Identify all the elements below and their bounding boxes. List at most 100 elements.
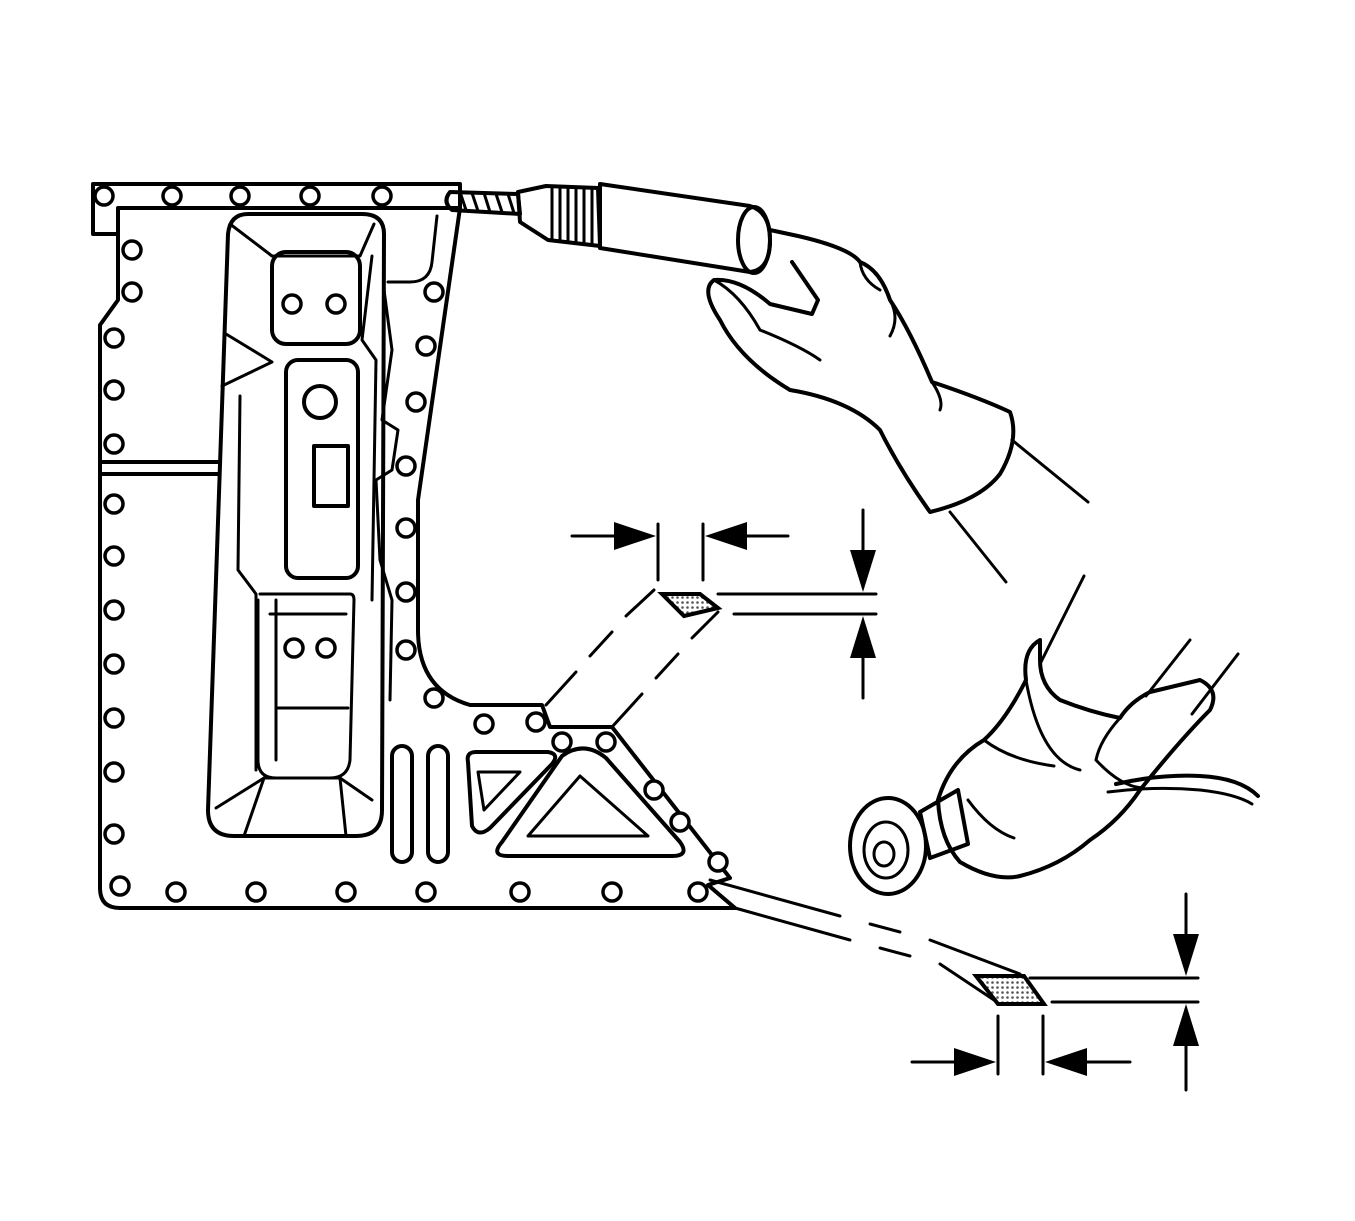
fastener-hole [109,875,131,897]
upper-forearm [948,438,1090,584]
lower-weld-callout [708,878,1200,1092]
fastener-hole [525,711,547,733]
slot-right [426,744,450,864]
upper-height-arrow-top [850,550,876,592]
upper-callout-right-dash [610,610,720,729]
upper-height-arrow-bottom [850,616,876,658]
fastener-hole [103,707,125,729]
fastener-hole [405,391,427,413]
fastener-hole [121,281,143,303]
fastener-hole [325,293,347,315]
fastener-hole [103,761,125,783]
drill-bit [444,190,522,216]
lower-glove-details [966,678,1144,840]
small-triangle-inner [476,770,522,812]
fastener-hole [395,517,417,539]
channel-bottom-lines [242,776,348,838]
slot-left [390,744,414,864]
fastener-hole [103,599,125,621]
fastener-hole [103,493,125,515]
middle-pocket-slot [312,444,350,508]
upper-callout-left-dash [544,588,656,707]
fastener-hole [415,881,437,903]
grinder-hose [1114,773,1260,798]
lower-forearm [1038,574,1240,716]
fastener-hole [415,335,437,357]
fastener-hole [551,731,573,753]
drill-body [598,182,772,274]
channel-top-bevel [228,222,376,258]
lower-callout-bottom-dash [733,906,1002,1006]
fastener-hole [509,881,531,903]
lower-pocket [256,592,356,780]
fastener-hole [669,811,691,833]
hand-holding-drill [706,228,1090,584]
fastener-hole [601,881,623,903]
upper-pocket [270,250,362,346]
fastener-hole [473,713,495,735]
drill-bit-flutes [458,190,516,215]
fastener-hole [281,293,303,315]
lower-callout-top-dash [708,878,1022,976]
lower-width-arrow-right [1045,1048,1087,1076]
fastener-hole [121,239,143,261]
lower-height-arrow-bottom [1173,1004,1199,1046]
upper-flange-line [386,214,439,284]
panel-holes [93,185,729,903]
large-triangle-emboss [495,746,686,858]
drill-chuck-knurl [550,186,594,247]
upper-glove-details [712,260,943,412]
fastener-hole [423,281,445,303]
drill-end-cap [736,205,772,275]
fastener-hole [395,455,417,477]
grinder-hose-inner [1106,786,1254,806]
raised-channel [206,212,386,838]
side-rib [98,460,220,476]
fastener-hole [103,545,125,567]
upper-width-arrow-left [614,522,656,550]
grinder-disc-hub [872,840,896,868]
fastener-hole [643,779,665,801]
lower-glove [936,638,1216,880]
fastener-hole [103,823,125,845]
fastener-hole [245,881,267,903]
fastener-hole [93,185,115,207]
fastener-hole [229,185,251,207]
fastener-hole [371,185,393,207]
small-triangle-emboss [465,750,558,835]
middle-pocket-hole [302,384,338,420]
fastener-hole [595,731,617,753]
grinder-disc-ring [862,820,910,880]
panel-outline [98,206,737,910]
fastener-hole [103,653,125,675]
channel-inner-right [360,254,378,602]
upper-weld-section [657,592,723,619]
fastener-hole [395,581,417,603]
right-skirt [374,288,400,702]
fastener-hole [165,881,187,903]
fastener-hole [315,637,337,659]
fastener-hole [103,327,125,349]
channel-bottom-bevel [214,776,374,810]
fastener-hole [687,881,709,903]
fastener-hole [161,185,183,207]
channel-inner-left [236,394,258,772]
fastener-hole [423,687,445,709]
lower-height-arrow-top [1173,934,1199,976]
fastener-hole [707,851,729,873]
floor-pan-panel [91,182,737,910]
lower-pocket-inner [268,598,350,762]
lower-width-arrow-left [954,1048,996,1076]
large-triangle-inner [526,774,650,838]
upper-weld-callout [544,508,878,729]
fastener-hole [103,433,125,455]
fastener-hole [283,637,305,659]
fastener-hole [299,185,321,207]
fastener-hole [335,881,357,903]
middle-pocket [284,358,360,580]
spot-weld-drill [444,182,772,275]
lower-weld-section [971,974,1048,1006]
fastener-hole [395,639,417,661]
hand-holding-grinder [848,574,1260,896]
